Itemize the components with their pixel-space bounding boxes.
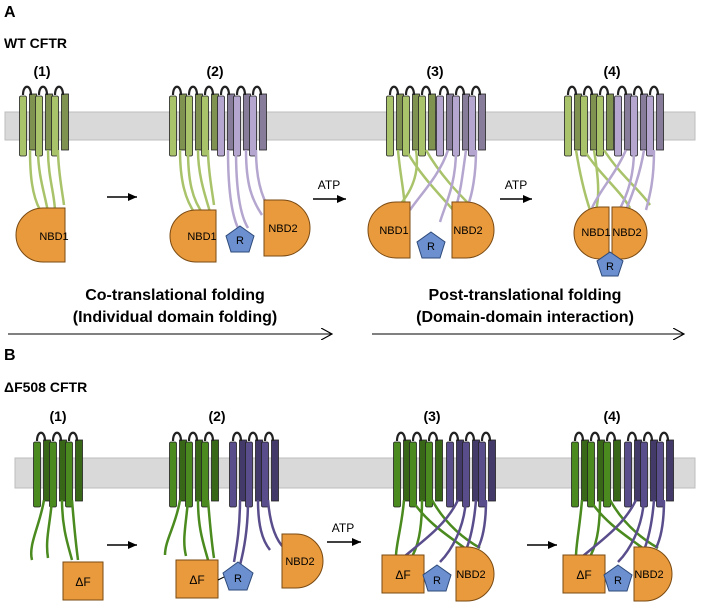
b-step-1: (1) (49, 408, 66, 424)
nbd2-b3 (455, 546, 495, 602)
a4-group: NBD1 NBD2 R (564, 85, 664, 277)
r-a3 (416, 231, 446, 259)
r-b3 (422, 564, 452, 592)
r-a3-label: R (427, 241, 435, 253)
panel-a-title: WT CFTR (4, 35, 67, 51)
phase1-line2: (Individual domain folding) (73, 309, 277, 326)
tmd2-b3 (446, 431, 496, 508)
df-b2-label: ΔF (189, 573, 204, 587)
phase2-line1: Post-translational folding (429, 287, 622, 304)
b-step-4: (4) (603, 408, 620, 424)
tmd1-b4 (571, 431, 621, 508)
tmd1-a3 (386, 85, 436, 157)
a-step-1: (1) (33, 63, 50, 79)
panel-a-letter: A (4, 4, 16, 21)
r-b4 (603, 564, 633, 592)
r-a2-label: R (236, 235, 244, 247)
a1-group: NBD1 (15, 85, 69, 263)
a-step-2: (2) (206, 63, 223, 79)
atp-b: ATP (332, 521, 354, 535)
df-b2 (175, 559, 219, 599)
tmd2-b4 (624, 431, 674, 508)
b3-group: ΔF R NBD2 (381, 431, 496, 602)
tmd2-a2 (217, 85, 267, 157)
nbd1-a3 (367, 201, 411, 259)
nbd1-a4-label: NBD1 (581, 227, 610, 239)
b1-group: ΔF (29, 431, 104, 601)
nbd1-a2-label: NBD1 (187, 231, 216, 243)
nbd2-b2 (281, 533, 324, 589)
nbd2-a2-label: NBD2 (268, 223, 297, 235)
a3-group: NBD1 NBD2 R (367, 85, 495, 259)
nbd1-a4 (573, 206, 610, 260)
b-step-2: (2) (208, 408, 225, 424)
phase1-line1: Co-translational folding (85, 287, 265, 304)
r-b4-label: R (614, 575, 622, 587)
r-a2 (225, 225, 255, 253)
a-step-3: (3) (426, 63, 443, 79)
tmd1-a2 (169, 85, 219, 157)
nbd2-a4-label: NBD2 (612, 227, 641, 239)
phase2-line2: (Domain-domain interaction) (416, 309, 634, 326)
a2-group: NBD1 R NBD2 (169, 85, 311, 263)
tmd1-b2 (169, 431, 219, 508)
df-b3-label: ΔF (395, 568, 410, 582)
nbd2-b4 (633, 546, 673, 602)
nbd1-a1 (15, 207, 66, 263)
nbd2-b3-label: NBD2 (456, 569, 485, 581)
r-a4-label: R (606, 261, 614, 273)
nbd2-a4 (611, 206, 648, 260)
df-b4-label: ΔF (576, 568, 591, 582)
r-b2 (222, 561, 254, 591)
nbd2-b2-label: NBD2 (285, 556, 314, 568)
panel-b-letter: B (4, 347, 16, 364)
tmd1-b3 (393, 431, 443, 508)
nbd2-a2 (263, 199, 311, 257)
df-b1 (62, 561, 104, 601)
tmd1-a1 (19, 85, 69, 157)
tmd2-a3 (436, 85, 486, 157)
r-b2-label: R (234, 573, 242, 585)
nbd1-a2 (169, 209, 217, 263)
b4-group: ΔF R NBD2 (562, 431, 674, 602)
nbd2-a3-label: NBD2 (453, 225, 482, 237)
nbd1-a1-label: NBD1 (39, 231, 68, 243)
atp-a-2: ATP (505, 178, 527, 192)
atp-a-1: ATP (318, 178, 340, 192)
r-a4 (596, 251, 624, 277)
b-step-3: (3) (423, 408, 440, 424)
df-b4 (562, 554, 606, 594)
a-step-4: (4) (603, 63, 620, 79)
tmd2-a4 (614, 85, 664, 157)
tmd1-b1 (33, 431, 83, 508)
r-b3-label: R (433, 575, 441, 587)
nbd2-b4-label: NBD2 (634, 569, 663, 581)
b2-group: ΔF R NBD2 (163, 431, 324, 599)
df-b1-label: ΔF (75, 575, 90, 589)
nbd2-a3 (451, 201, 495, 259)
nbd1-a3-label: NBD1 (379, 225, 408, 237)
panel-b-title: ΔF508 CFTR (4, 379, 87, 395)
